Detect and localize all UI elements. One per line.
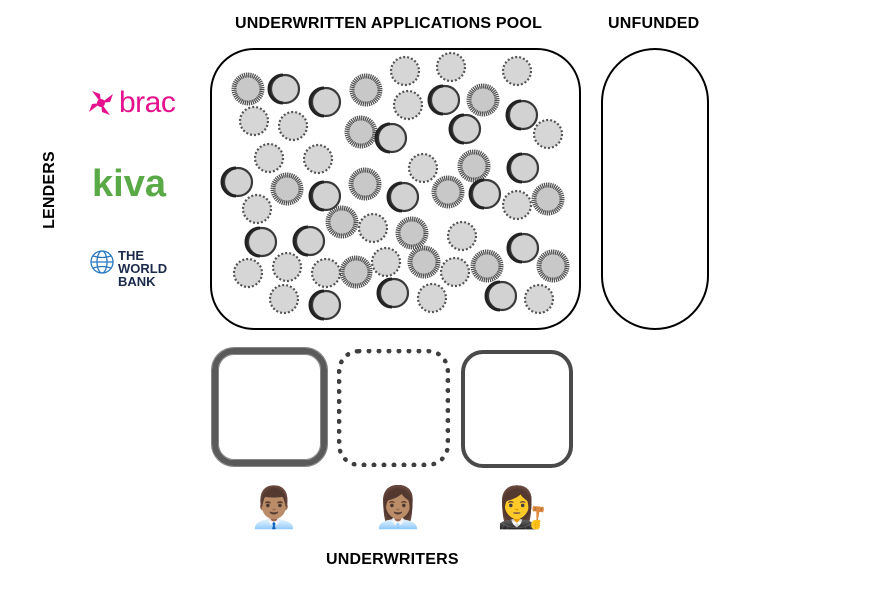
application-circle-dotted (370, 246, 402, 278)
pool-title: UNDERWRITTEN APPLICATIONS POOL (235, 15, 543, 32)
application-circle-fuzzy (431, 175, 465, 209)
application-circle-fuzzy (339, 255, 373, 289)
application-circle-dotted (446, 220, 478, 252)
application-circle-dotted (238, 105, 270, 137)
application-circle-solid (486, 280, 518, 312)
application-circle-fuzzy (349, 73, 383, 107)
application-circle-shade (427, 84, 444, 116)
application-circle-shade (308, 180, 325, 212)
application-circle-solid (376, 122, 408, 154)
application-circle-fuzzy (395, 216, 429, 250)
application-circle-solid (310, 180, 342, 212)
underwriter-box-solid (461, 350, 573, 468)
application-circle-solid (429, 84, 461, 116)
application-circle-dotted (532, 118, 564, 150)
application-circle-dotted (407, 152, 439, 184)
world-bank-logo: THE WORLD BANK (89, 249, 167, 288)
application-circle-dotted (501, 55, 533, 87)
brac-symbol-icon (89, 91, 113, 115)
underwriter-judge-icon: 👩‍⚖️ (497, 486, 547, 530)
application-circle-solid (450, 113, 482, 145)
application-circle-fuzzy (466, 83, 500, 117)
application-circle-shade (386, 181, 403, 213)
application-circle-dotted (523, 283, 555, 315)
brac-logo: brac (86, 86, 176, 120)
application-circle-fuzzy (536, 249, 570, 283)
kiva-wordmark: kiva (92, 163, 166, 205)
underwriters-title: UNDERWRITERS (326, 551, 459, 568)
application-circle-dotted (271, 251, 303, 283)
application-circle-shade (267, 73, 284, 105)
application-circle-solid (388, 181, 420, 213)
application-circle-dotted (241, 193, 273, 225)
application-circle-dotted (357, 212, 389, 244)
application-circle-shade (506, 152, 523, 184)
underwriter-box-fuzzy (212, 348, 327, 466)
application-circle-shade (505, 99, 522, 131)
application-circle-solid (507, 99, 539, 131)
application-circle-fuzzy (531, 182, 565, 216)
application-circle-dotted (232, 257, 264, 289)
application-circle-shade (308, 86, 325, 118)
world-bank-wordmark: THE WORLD BANK (118, 248, 168, 289)
application-circle-shade (308, 289, 325, 321)
application-circle-shade (468, 178, 485, 210)
application-circle-fuzzy (231, 72, 265, 106)
application-circle-solid (222, 166, 254, 198)
application-circle-dotted (302, 143, 334, 175)
application-circle-dotted (268, 283, 300, 315)
application-circle-solid (378, 277, 410, 309)
application-circle-solid (269, 73, 301, 105)
application-circle-shade (448, 113, 465, 145)
applications-pool-box (210, 48, 581, 330)
application-circle-fuzzy (348, 167, 382, 201)
kiva-logo: kiva (92, 163, 166, 206)
brac-wordmark: brac (119, 86, 176, 119)
underwriter-woman-icon: 👩🏽‍💼 (373, 486, 423, 530)
application-circle-shade (376, 277, 393, 309)
application-circle-solid (294, 225, 326, 257)
application-circle-dotted (310, 257, 342, 289)
application-circle-fuzzy (325, 205, 359, 239)
application-circle-fuzzy (407, 245, 441, 279)
application-circle-solid (310, 86, 342, 118)
application-circle-dotted (277, 110, 309, 142)
application-circle-shade (220, 166, 237, 198)
application-circle-solid (508, 232, 540, 264)
application-circle-shade (506, 232, 523, 264)
application-circle-dotted (416, 282, 448, 314)
application-circle-dotted (389, 55, 421, 87)
globe-icon (90, 250, 114, 274)
application-circle-dotted (501, 189, 533, 221)
application-circle-fuzzy (344, 115, 378, 149)
application-circle-fuzzy (457, 149, 491, 183)
underwriter-box-dotted (337, 349, 450, 467)
application-circle-dotted (435, 51, 467, 83)
application-circle-fuzzy (270, 172, 304, 206)
application-circle-solid (310, 289, 342, 321)
application-circle-solid (470, 178, 502, 210)
unfunded-title: UNFUNDED (608, 15, 700, 32)
application-circle-fuzzy (470, 249, 504, 283)
application-circle-shade (292, 225, 309, 257)
application-circle-shade (374, 122, 391, 154)
application-circle-shade (244, 226, 261, 258)
underwriter-man-icon: 👨🏽‍💼 (249, 486, 299, 530)
unfunded-box (601, 48, 709, 330)
application-circle-solid (246, 226, 278, 258)
application-circle-dotted (439, 256, 471, 288)
application-circle-solid (508, 152, 540, 184)
application-circle-dotted (392, 89, 424, 121)
application-circle-shade (484, 280, 501, 312)
application-circle-dotted (253, 142, 285, 174)
